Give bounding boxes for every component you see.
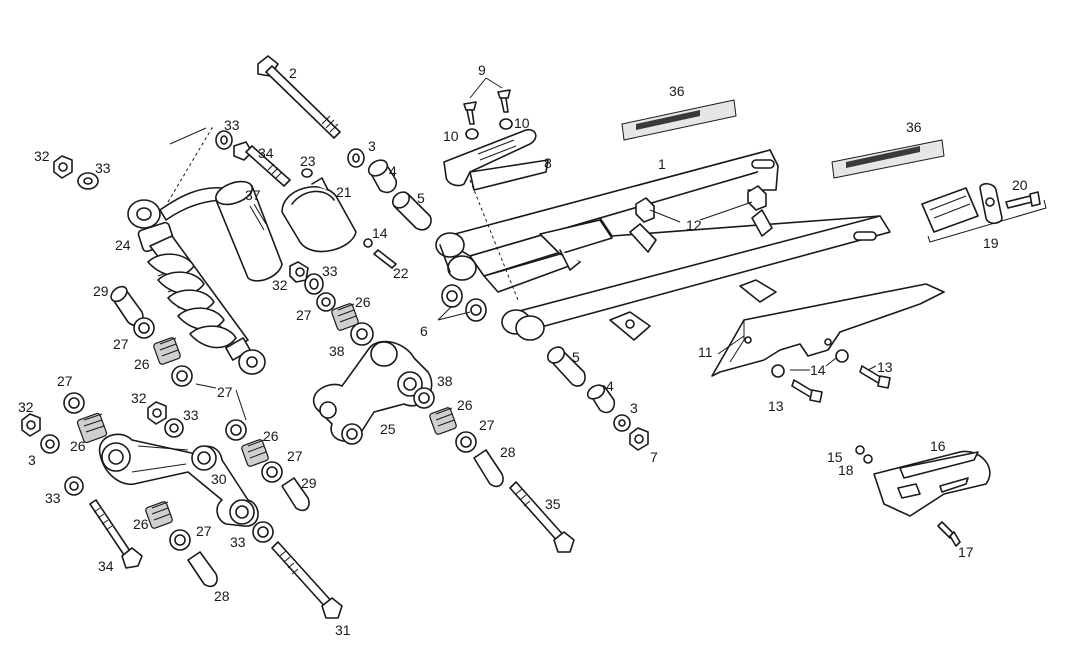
callout-5: 5 bbox=[572, 349, 580, 365]
sticker-lower-part bbox=[831, 139, 945, 179]
callout-37: 37 bbox=[245, 187, 261, 203]
callout-26: 26 bbox=[133, 516, 149, 532]
left-bushing-stack-part bbox=[110, 285, 193, 387]
callout-3: 3 bbox=[28, 452, 36, 468]
long-bolt-part bbox=[257, 55, 341, 139]
lower-bushing-set-part bbox=[546, 346, 649, 451]
callout-labels: 1 2 3 3 3 4 4 5 5 6 7 8 9 10 10 11 12 13… bbox=[18, 62, 1028, 638]
callout-27: 27 bbox=[217, 384, 233, 400]
callout-6: 6 bbox=[420, 323, 428, 339]
callout-23: 23 bbox=[300, 153, 316, 169]
callout-4: 4 bbox=[606, 378, 614, 394]
callout-17: 17 bbox=[958, 544, 974, 560]
callout-13: 13 bbox=[877, 359, 893, 375]
reservoir-cover-part bbox=[215, 180, 283, 282]
linkage-hardware-part bbox=[145, 401, 343, 619]
callout-32: 32 bbox=[18, 399, 34, 415]
callout-27: 27 bbox=[296, 307, 312, 323]
cable-clips-part bbox=[635, 185, 767, 223]
callout-29: 29 bbox=[93, 283, 109, 299]
swingarm-part bbox=[435, 149, 891, 341]
callout-24: 24 bbox=[115, 237, 131, 253]
callout-7: 7 bbox=[650, 449, 658, 465]
callout-29: 29 bbox=[301, 475, 317, 491]
chain-guard-part bbox=[711, 283, 945, 377]
callout-3: 3 bbox=[368, 138, 376, 154]
callout-5: 5 bbox=[417, 190, 425, 206]
callout-18: 18 bbox=[838, 462, 854, 478]
rocker-part bbox=[312, 292, 575, 553]
callout-33: 33 bbox=[230, 534, 246, 550]
callout-38: 38 bbox=[437, 373, 453, 389]
callout-28: 28 bbox=[214, 588, 230, 604]
callout-3: 3 bbox=[630, 400, 638, 416]
callout-1: 1 bbox=[658, 156, 666, 172]
callout-15: 15 bbox=[827, 449, 843, 465]
callout-26: 26 bbox=[457, 397, 473, 413]
chain-slider-part bbox=[443, 89, 549, 191]
upper-left-bolt-part bbox=[215, 130, 291, 187]
callout-33: 33 bbox=[95, 160, 111, 176]
callout-16: 16 bbox=[930, 438, 946, 454]
leader-lines bbox=[169, 77, 877, 421]
callout-12: 12 bbox=[686, 217, 702, 233]
callout-36: 36 bbox=[906, 119, 922, 135]
callout-10: 10 bbox=[443, 128, 459, 144]
callout-34: 34 bbox=[258, 145, 274, 161]
callout-38: 38 bbox=[329, 343, 345, 359]
callout-9: 9 bbox=[478, 62, 486, 78]
callout-27: 27 bbox=[57, 373, 73, 389]
shock-absorber-part bbox=[127, 186, 266, 375]
callout-33: 33 bbox=[322, 263, 338, 279]
callout-27: 27 bbox=[113, 336, 129, 352]
small-hardware-upper-part bbox=[289, 168, 397, 295]
callout-33: 33 bbox=[45, 490, 61, 506]
reservoir-clamp-part bbox=[281, 177, 357, 253]
callout-34: 34 bbox=[98, 558, 114, 574]
callout-26: 26 bbox=[134, 356, 150, 372]
callout-21: 21 bbox=[336, 184, 352, 200]
slider-plate-part bbox=[855, 445, 991, 547]
upper-bushing-set-part bbox=[347, 148, 432, 231]
callout-19: 19 bbox=[983, 235, 999, 251]
callout-31: 31 bbox=[335, 622, 351, 638]
swingarm-washers-part bbox=[441, 284, 487, 322]
callout-13: 13 bbox=[768, 398, 784, 414]
callout-26: 26 bbox=[355, 294, 371, 310]
chain-adjuster-part bbox=[921, 182, 1047, 243]
sticker-upper-part bbox=[621, 99, 737, 141]
callout-26: 26 bbox=[263, 428, 279, 444]
callout-4: 4 bbox=[389, 163, 397, 179]
callout-32: 32 bbox=[34, 148, 50, 164]
lower-left-hardware-part bbox=[21, 392, 143, 569]
callout-27: 27 bbox=[196, 523, 212, 539]
callout-14: 14 bbox=[810, 362, 826, 378]
callout-27: 27 bbox=[287, 448, 303, 464]
callout-10: 10 bbox=[514, 115, 530, 131]
callout-35: 35 bbox=[545, 496, 561, 512]
callout-36: 36 bbox=[669, 83, 685, 99]
callout-14: 14 bbox=[372, 225, 388, 241]
callout-27: 27 bbox=[479, 417, 495, 433]
callout-32: 32 bbox=[131, 390, 147, 406]
callout-11: 11 bbox=[698, 344, 713, 360]
callout-8: 8 bbox=[544, 155, 552, 171]
callout-28: 28 bbox=[500, 444, 516, 460]
callout-2: 2 bbox=[289, 65, 297, 81]
callout-20: 20 bbox=[1012, 177, 1028, 193]
callout-22: 22 bbox=[393, 265, 409, 281]
callout-25: 25 bbox=[380, 421, 396, 437]
linkage-arm-part bbox=[98, 433, 259, 527]
callout-30: 30 bbox=[211, 471, 227, 487]
guard-screws-part bbox=[771, 349, 891, 403]
callout-33: 33 bbox=[183, 407, 199, 423]
callout-26: 26 bbox=[70, 438, 86, 454]
callout-32: 32 bbox=[272, 277, 288, 293]
callout-33: 33 bbox=[224, 117, 240, 133]
nut-washer-upper-left-part bbox=[53, 155, 99, 190]
